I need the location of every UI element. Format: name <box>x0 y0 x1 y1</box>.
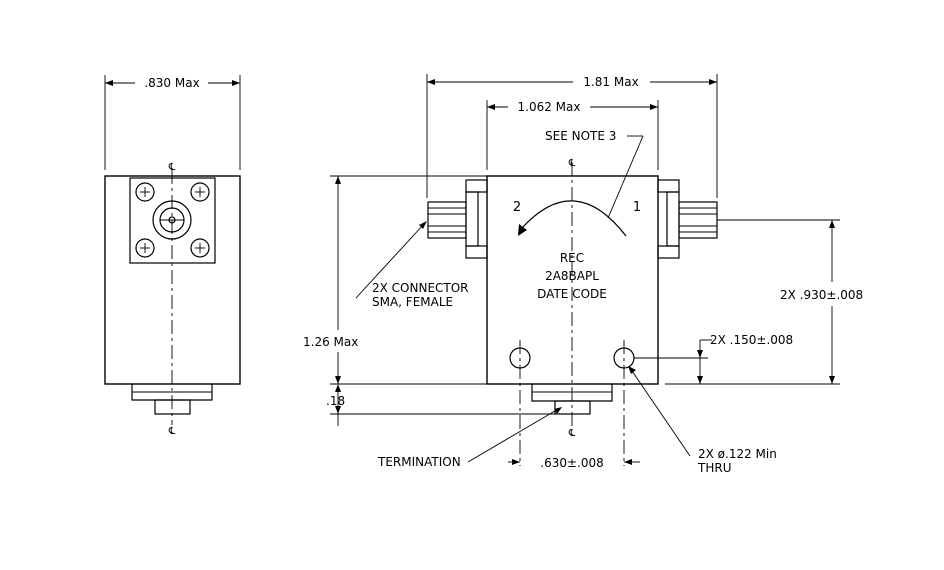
body-length-dim: 1.062 Max <box>518 100 581 114</box>
sma-flange-front-icon <box>129 177 216 264</box>
screw-icon <box>135 238 155 258</box>
right-body <box>486 175 659 385</box>
mounting-hole-right-icon <box>613 340 635 466</box>
arrow-icon <box>518 224 527 236</box>
screw-icon <box>190 182 210 202</box>
arrow-icon <box>709 79 717 85</box>
hole-dia-line2: THRU <box>697 461 731 475</box>
arrow-icon <box>335 176 341 184</box>
hole-dia-line1: 2X ø.122 Min <box>698 447 777 461</box>
port-1-label: 1 <box>633 200 641 215</box>
termination-tab-icon <box>131 384 213 415</box>
note-leader-b <box>607 135 644 219</box>
hole-spacing-dim: .630±.008 <box>540 456 604 470</box>
left-width-dim: .830 Max <box>144 76 199 90</box>
left-view: .830 Max ℄ ℄ <box>104 75 241 437</box>
arrow-icon <box>628 366 636 374</box>
arrow-icon <box>697 376 703 384</box>
right-view: 1.81 Max 1.062 Max ℄ ℄ <box>303 74 863 475</box>
arrow-icon <box>487 104 495 110</box>
body-label-line2: 2A8BAPL <box>545 269 599 283</box>
connector-height-dim: 2X .930±.008 <box>780 288 863 302</box>
sma-connector-right-icon <box>657 179 718 259</box>
arrow-icon <box>650 104 658 110</box>
arrow-icon <box>232 80 240 86</box>
termination-tab-right-icon <box>531 384 613 415</box>
termination-label: TERMINATION <box>377 455 461 469</box>
arrow-icon <box>335 406 341 414</box>
arrow-icon <box>829 376 835 384</box>
hole-dia-leader <box>629 367 691 457</box>
height-dim: 1.26 Max <box>303 335 358 349</box>
screw-icon <box>135 182 155 202</box>
arrow-icon <box>554 407 562 414</box>
termination-leader <box>467 407 561 463</box>
left-centerline-bottom-symbol: ℄ <box>168 426 176 437</box>
right-centerline-top-symbol: ℄ <box>568 158 576 169</box>
rotation-arrow-icon <box>521 200 627 237</box>
connector-callout-line1: 2X CONNECTOR <box>372 281 469 295</box>
sma-connector-left-icon <box>427 179 488 259</box>
arrow-icon <box>624 459 632 465</box>
left-centerline-top-symbol: ℄ <box>168 162 176 173</box>
see-note-callout: SEE NOTE 3 <box>545 129 616 143</box>
arrow-icon <box>105 80 113 86</box>
arrow-icon <box>427 79 435 85</box>
arrow-icon <box>512 459 520 465</box>
body-label-line1: REC <box>560 251 584 265</box>
tab-dim: .18 <box>326 394 345 408</box>
connector-callout-line2: SMA, FEMALE <box>372 295 453 309</box>
arrow-icon <box>335 376 341 384</box>
connector-outer-ring <box>152 200 192 240</box>
body-label-line3: DATE CODE <box>537 287 607 301</box>
arrow-icon <box>829 220 835 228</box>
arrow-icon <box>419 221 427 229</box>
hole-offset-dim: 2X .150±.008 <box>710 333 793 347</box>
connector-leader <box>355 223 425 299</box>
left-body <box>104 175 241 385</box>
mounting-hole-left-icon <box>509 340 531 466</box>
overall-length-dim: 1.81 Max <box>583 75 638 89</box>
arrow-icon <box>335 384 341 392</box>
right-centerline-bottom-symbol: ℄ <box>568 428 576 439</box>
screw-icon <box>190 238 210 258</box>
port-2-label: 2 <box>513 200 521 215</box>
arrow-icon <box>697 350 703 358</box>
